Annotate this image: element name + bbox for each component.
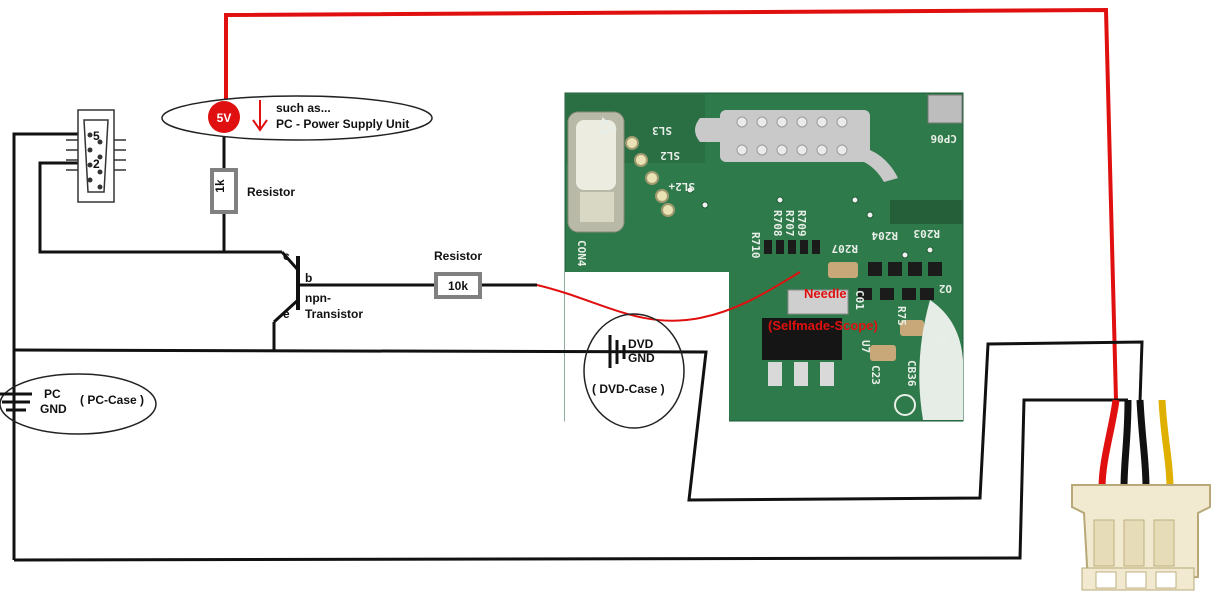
pc-case-ellipse bbox=[0, 373, 157, 435]
serial-pin5-label: 5 bbox=[93, 129, 100, 143]
pcb-label-r7: R7 bbox=[935, 336, 948, 349]
pc-label-1: PC bbox=[44, 387, 61, 401]
pc-label-2: GND bbox=[40, 402, 67, 416]
resistor-1k-value: 1k bbox=[213, 179, 227, 193]
pcb-label-u7: U7 bbox=[859, 340, 872, 353]
dvd-case-ellipse bbox=[583, 313, 685, 429]
dvd-case-label: ( DVD-Case ) bbox=[592, 382, 665, 396]
pin-e-label: e bbox=[283, 307, 290, 321]
pcb-label-sl2: SL2 bbox=[660, 149, 680, 162]
molex-black-wire-2 bbox=[1136, 399, 1150, 489]
5v-node bbox=[208, 101, 240, 133]
resistor-10k-title: Resistor bbox=[434, 249, 482, 263]
needle-wire bbox=[536, 271, 801, 322]
black-wires bbox=[12, 132, 1144, 562]
npn-transistor: c b e npn- Transistor bbox=[283, 249, 363, 321]
resistor-1k-title: Resistor bbox=[247, 185, 295, 199]
pcb-label-c01: C01 bbox=[853, 290, 866, 310]
pc-ground-symbol-icon bbox=[0, 392, 32, 412]
dvd-ground-symbol-icon bbox=[608, 335, 626, 368]
such-as-label: such as... bbox=[276, 101, 331, 115]
resistor-10k-value: 10k bbox=[448, 279, 468, 293]
pcb-photo: SL3 SL2 SL2+ CP06 R709 R707 R708 R710 R2… bbox=[564, 92, 964, 424]
pcb-label-sl2p: SL2+ bbox=[668, 180, 695, 193]
serial-pin2-label: 2 bbox=[93, 157, 100, 171]
molex-black-wire-1 bbox=[1120, 399, 1132, 489]
pcb-label-sl3: SL3 bbox=[652, 124, 672, 137]
pcb-label-r709: R709 bbox=[795, 210, 808, 237]
red-5v-wire bbox=[224, 7, 1118, 401]
pcb-label-r203: R203 bbox=[914, 227, 941, 240]
pcb-label-cp06: CP06 bbox=[930, 132, 957, 145]
psu-label: PC - Power Supply Unit bbox=[276, 117, 409, 131]
pcb-label-r207: R207 bbox=[832, 242, 859, 255]
pcb-label-r204: R204 bbox=[871, 229, 898, 242]
power-source: 5V such as... PC - Power Supply Unit bbox=[161, 95, 433, 141]
npn-label-2: Transistor bbox=[305, 307, 363, 321]
pcb-label-cb36: CB36 bbox=[905, 360, 918, 387]
molex-connector bbox=[1071, 399, 1211, 591]
molex-yellow-wire bbox=[1158, 399, 1174, 489]
serial-port-connector: 5 2 bbox=[66, 109, 126, 203]
pcb-regulator-chip bbox=[762, 289, 849, 386]
dvd-ground: DVD GND ( DVD-Case ) bbox=[583, 313, 685, 429]
pc-ground: PC GND ( PC-Case ) bbox=[0, 373, 157, 435]
pcb-pin-header bbox=[695, 110, 898, 182]
dvd-label-1: DVD bbox=[628, 337, 654, 351]
pin-b-label: b bbox=[305, 271, 312, 285]
pcb-label-r707: R707 bbox=[783, 210, 796, 237]
resistor-10k: Resistor 10k bbox=[434, 249, 482, 299]
pcb-label-r75: R75 bbox=[895, 306, 908, 326]
molex-red-wire bbox=[1098, 399, 1120, 489]
npn-label-1: npn- bbox=[305, 291, 331, 305]
pin-c-label: c bbox=[283, 249, 290, 263]
resistor-1k: 1k Resistor bbox=[210, 168, 295, 214]
pcb-label-r708: R708 bbox=[771, 210, 784, 237]
pcb-label-c23: C23 bbox=[869, 365, 882, 385]
pcb-label-con4: CON4 bbox=[575, 240, 588, 267]
dvd-label-2: GND bbox=[628, 351, 655, 365]
pcb-label-o2: O2 bbox=[939, 282, 952, 295]
needle-label: Needle bbox=[804, 286, 847, 301]
pcb-label-r710: R710 bbox=[749, 232, 762, 259]
needle-sub-label: (Selfmade-Scope) bbox=[768, 318, 878, 333]
5v-label: 5V bbox=[217, 111, 232, 125]
pc-case-label: ( PC-Case ) bbox=[80, 393, 144, 407]
